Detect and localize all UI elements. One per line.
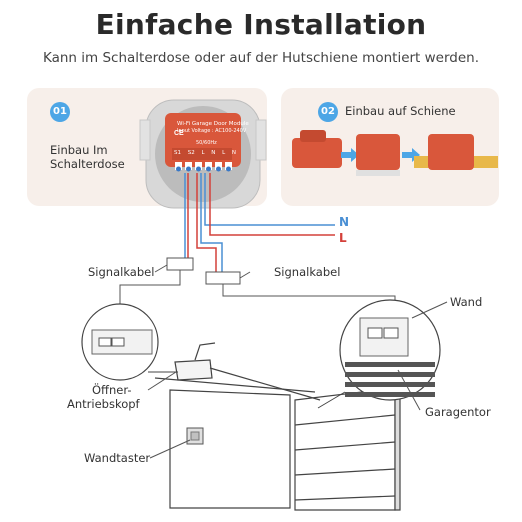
wall-label: Wand [450, 295, 483, 309]
terminal-l1: L [201, 150, 205, 156]
page-title: Einfache Installation [95, 8, 427, 41]
garage-door-label: Garagentor [425, 405, 491, 419]
terminal-s1: S1 [174, 150, 181, 156]
n-label: N [339, 215, 350, 229]
terminal-block-right [205, 271, 241, 285]
card1-label-line1: Einbau Im [50, 143, 108, 157]
opener-drive-head [174, 342, 321, 401]
module-label-line2: Input Voltage : AC100-240V [177, 128, 247, 134]
badge-02: 02 [318, 102, 338, 122]
l-label: L [339, 231, 347, 245]
terminal-n1: N [211, 150, 216, 156]
page-subtitle: Kann im Schalterdose oder auf der Hutsch… [42, 50, 480, 66]
opener-label-line1: Öffner- [92, 383, 132, 397]
garage-illustration [154, 377, 401, 511]
card2-label: Einbau auf Schiene [345, 104, 456, 118]
terminal-block-left [166, 257, 194, 271]
badge-01: 01 [50, 102, 70, 122]
module-terminal-labels: S1 S2 L N L N [174, 150, 236, 156]
card1-label-line2: Schalterdose [50, 157, 125, 171]
terminal-l2: L [222, 150, 226, 156]
signal-cable-label-left: Signalkabel [88, 265, 155, 279]
wall-button-illustration [186, 427, 204, 445]
zoom-circle-left [81, 303, 178, 381]
module-label-line3: 50/60Hz [196, 140, 217, 146]
terminal-n2: N [231, 150, 236, 156]
signal-cable-label-right: Signalkabel [274, 265, 341, 279]
module-label-line1: Wi-Fi Garage Door Module [177, 121, 249, 127]
terminal-s2: S2 [187, 150, 195, 156]
opener-label-line2: Antriebskopf [67, 397, 140, 411]
wall-button-label: Wandtaster [84, 451, 151, 465]
zoom-circle-right [317, 299, 441, 409]
